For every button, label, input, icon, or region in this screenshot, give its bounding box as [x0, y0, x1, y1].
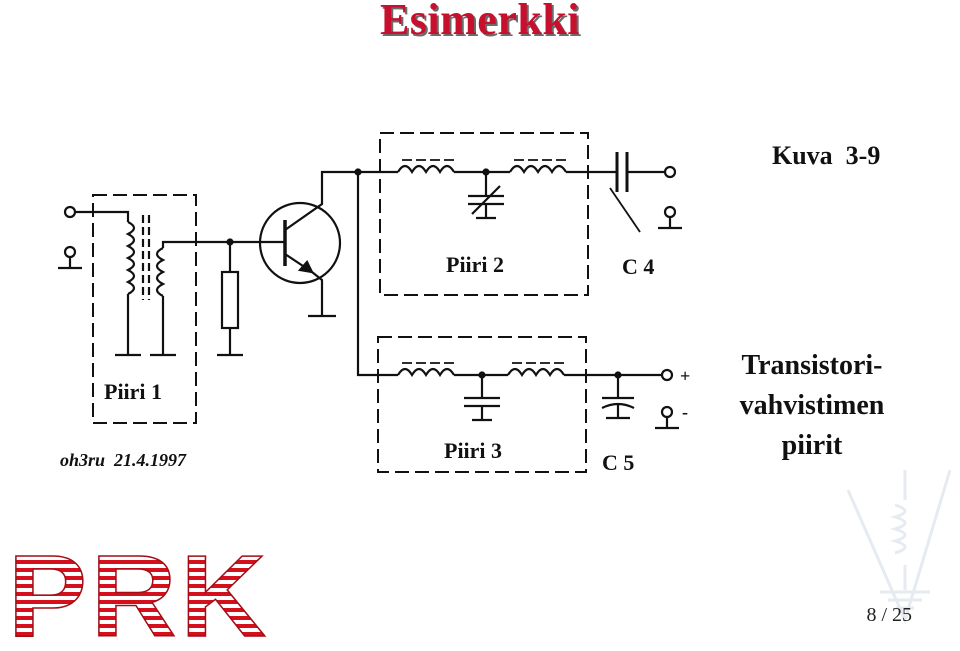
c4-label: C 4 [622, 254, 654, 279]
sral-antenna-icon [846, 469, 952, 625]
transformer-core [141, 215, 151, 300]
supply-minus-terminal [660, 405, 674, 419]
piiri-2-coil-left [397, 159, 455, 175]
plus-mark: + [680, 366, 690, 386]
piiri-3-box [377, 336, 587, 473]
input-ground-terminal [63, 245, 77, 259]
piiri-3-label: Piiri 3 [444, 438, 502, 463]
c5-capacitor [601, 375, 635, 420]
c5-label: C 5 [602, 450, 634, 475]
svg-text:PRK: PRK [8, 531, 270, 651]
input-terminal [63, 205, 77, 219]
c4-capacitor [609, 152, 665, 233]
figure-label: Kuva 3-9 [772, 141, 880, 170]
transistor-symbol [230, 170, 358, 318]
output-ground-terminal [663, 205, 677, 219]
piiri-2-label: Piiri 2 [446, 252, 504, 277]
base-resistor [217, 242, 243, 357]
piiri-2-variable-capacitor [468, 172, 504, 220]
piiri-1-label: Piiri 1 [104, 379, 162, 404]
caption-line-1: Transistori- [741, 350, 882, 381]
slide-title: Esimerkki [379, 0, 581, 44]
page-number: 8 / 25 [866, 604, 912, 626]
transformer-primary-coil [115, 221, 141, 357]
author-signature: oh3ru 21.4.1997 [60, 450, 187, 470]
piiri-3-coil-left [397, 362, 455, 378]
piiri-2-coil-right [509, 159, 567, 175]
caption-line-3: piirit [782, 430, 843, 461]
piiri-1-box [92, 194, 197, 424]
piiri-2-box [379, 132, 589, 296]
piiri-3-capacitor [464, 375, 500, 422]
prk-logo: PRK [7, 530, 270, 651]
minus-mark: - [682, 402, 688, 422]
output-terminal-rf [663, 165, 677, 179]
piiri-3-coil-right [507, 362, 565, 378]
supply-plus-terminal [660, 368, 674, 382]
transformer-secondary-coil [150, 240, 230, 357]
caption-line-2: vahvistimen [740, 390, 885, 421]
